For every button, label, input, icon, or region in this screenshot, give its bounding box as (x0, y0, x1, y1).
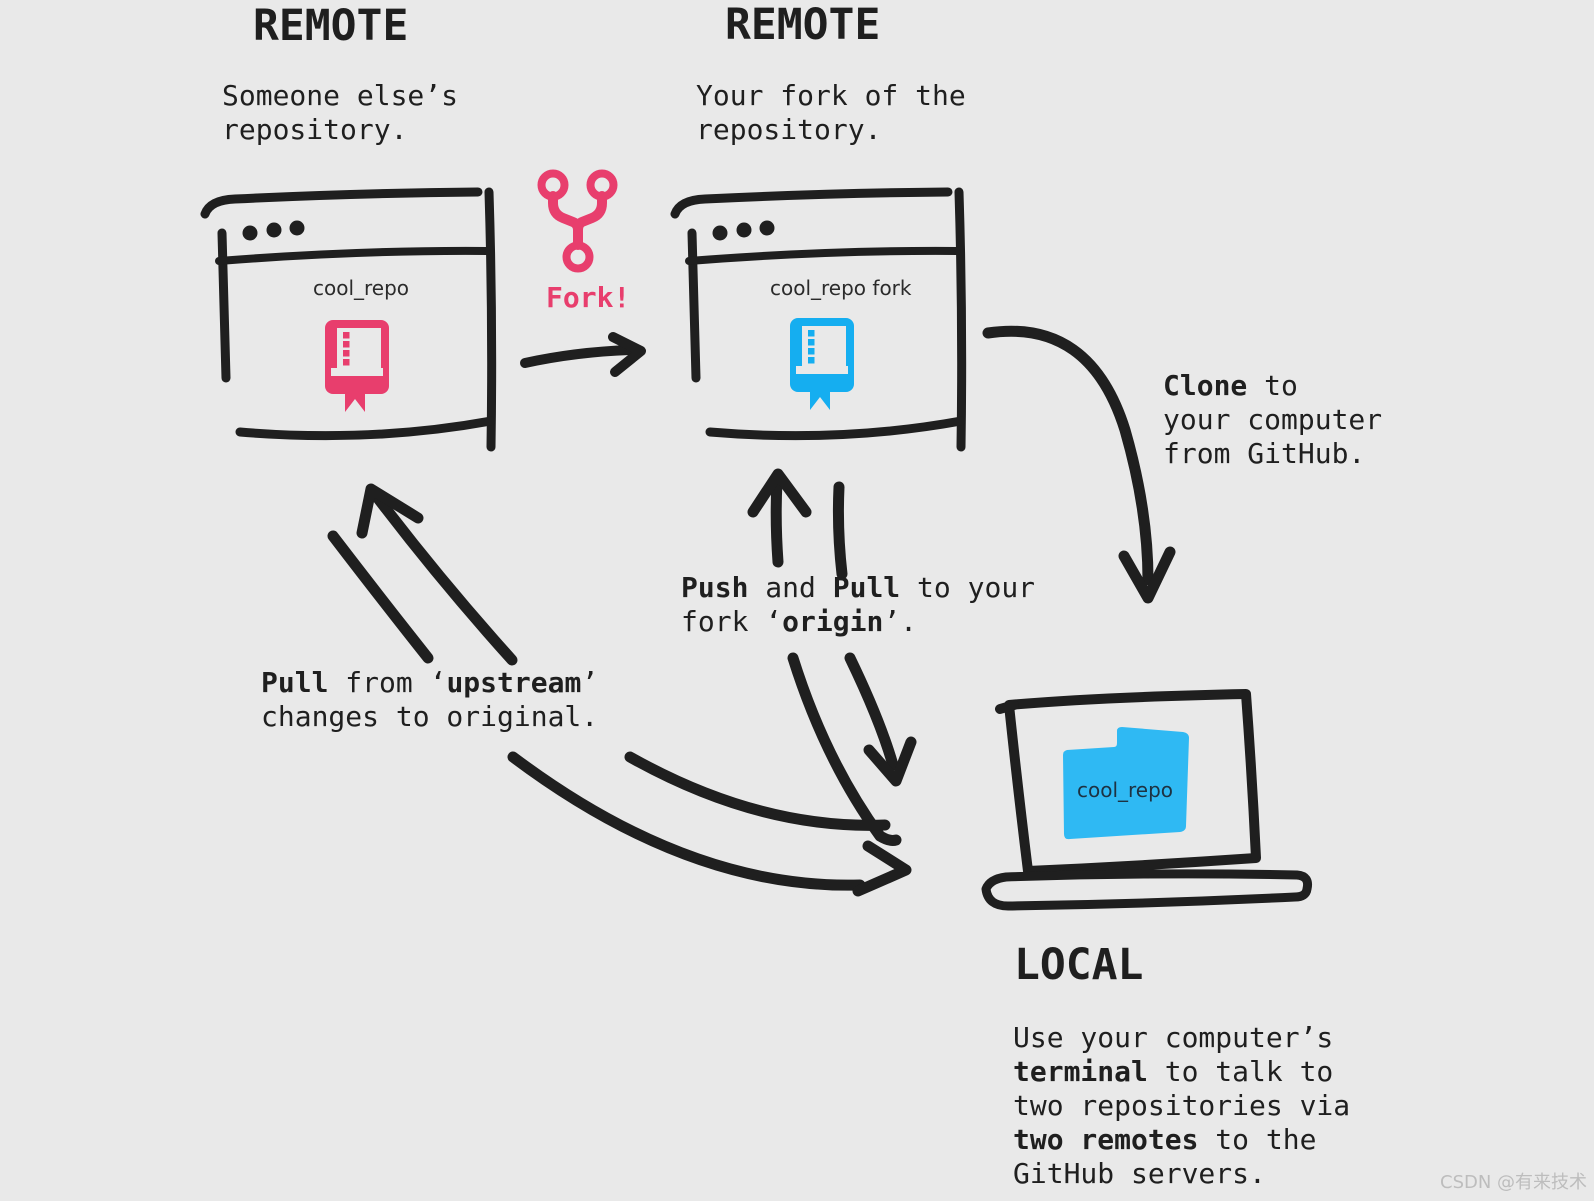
git-fork-icon (537, 169, 618, 273)
window-label-original: cool_repo (313, 276, 410, 300)
remote-original-title: REMOTE (253, 1, 409, 51)
watermark: CSDN @有来技术 (1440, 1172, 1588, 1193)
folder-label: cool_repo (1076, 778, 1174, 802)
window-label-fork: cool_repo fork (770, 276, 912, 300)
browser-window-original (205, 192, 492, 447)
pull-upstream-arrows (327, 483, 912, 897)
push-pull-annotation: Push and Pull to your fork ‘origin’. (681, 571, 1036, 638)
fork-arrow (520, 332, 646, 377)
fork-action-label: Fork! (546, 281, 631, 314)
remote-original-caption: Someone else’s repository. (222, 79, 459, 146)
laptop-icon (981, 689, 1312, 911)
local-description: Use your computer’s terminal to talk to … (1013, 1021, 1351, 1190)
book-icon-blue (790, 318, 854, 410)
push-pull-origin-arrows (747, 468, 917, 846)
remote-fork-title: REMOTE (725, 0, 881, 50)
book-icon-pink (325, 320, 389, 412)
pull-upstream-annotation: Pull from ‘upstream’ changes to original… (261, 666, 599, 733)
clone-annotation: Clone to your computer from GitHub. (1163, 369, 1383, 470)
local-title: LOCAL (1014, 940, 1144, 990)
folder-icon (1063, 727, 1189, 840)
remote-fork-caption: Your fork of the repository. (696, 79, 966, 146)
clone-arrow (982, 325, 1176, 604)
